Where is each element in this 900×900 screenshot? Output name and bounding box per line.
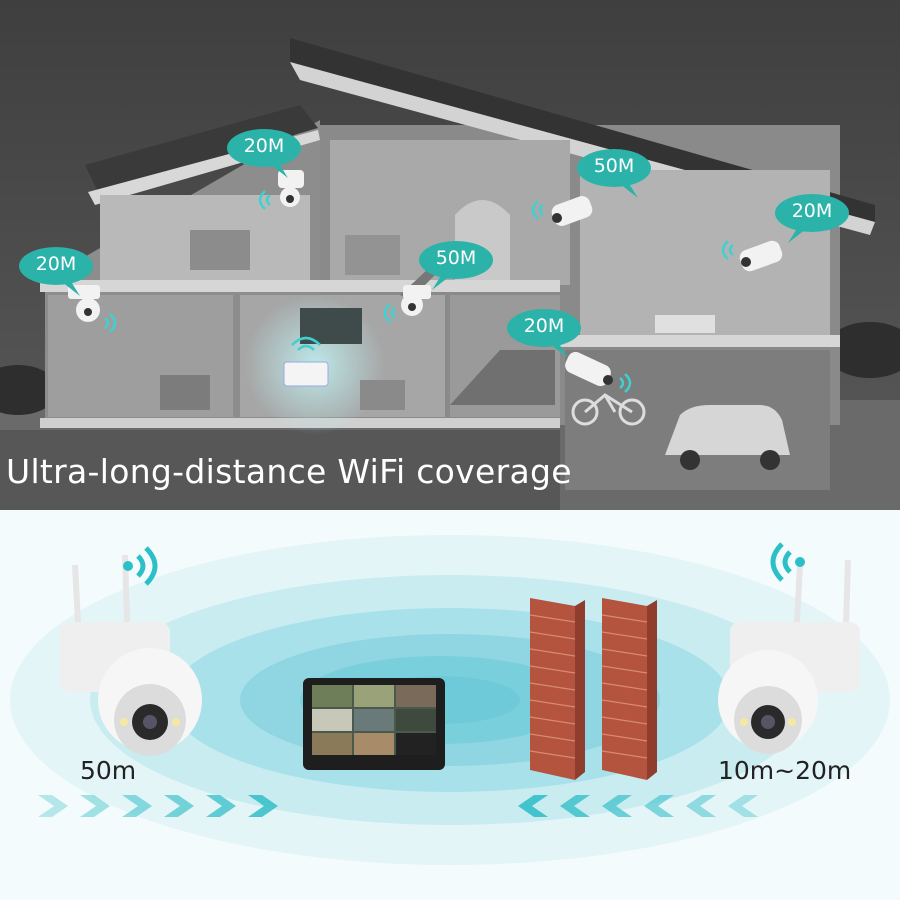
chevron-left-icon	[518, 795, 758, 817]
wifi-icon	[123, 546, 158, 586]
bullet-camera-lower	[565, 351, 613, 387]
dome-camera-left	[60, 554, 202, 756]
chevron-right-icon	[38, 795, 278, 817]
chevron-left	[560, 795, 590, 817]
distance-bubble: 20M	[774, 193, 850, 243]
chevron-right	[206, 795, 236, 817]
coverage-diagram	[0, 510, 900, 900]
coverage-panel: 50m 10m~20m	[0, 510, 900, 900]
distance-bubble: 20M	[18, 246, 94, 296]
distance-label: 50M	[435, 247, 477, 269]
distance-bubble: 50M	[576, 148, 652, 198]
distance-label: 50M	[593, 155, 635, 177]
chevron-left	[644, 795, 674, 817]
headline: Ultra-long-distance WiFi coverage	[6, 452, 572, 491]
right-distance-label: 10m~20m	[718, 756, 852, 785]
chevron-right	[164, 795, 194, 817]
chevron-left	[686, 795, 716, 817]
house-illustration	[0, 0, 900, 510]
chevron-right	[122, 795, 152, 817]
chevron-left	[602, 795, 632, 817]
dome-camera-middle	[401, 285, 431, 316]
distance-bubble: 20M	[226, 128, 302, 178]
bullet-camera-right	[739, 240, 783, 272]
distance-label: 20M	[243, 135, 285, 157]
chevron-left	[518, 795, 548, 817]
monitor-icon	[303, 678, 445, 770]
distance-bubble: 20M	[506, 308, 582, 358]
chevron-right	[248, 795, 278, 817]
chevron-left	[728, 795, 758, 817]
wifi-icon	[104, 190, 734, 393]
brick-wall-icon	[529, 598, 657, 780]
chevron-right	[38, 795, 68, 817]
wifi-icon	[770, 542, 805, 582]
distance-bubble: 50M	[418, 240, 494, 290]
house-illustration-panel: 20M 20M 50M 50M 20M 20M Ultra-long-dista…	[0, 0, 900, 510]
dome-camera-right	[718, 559, 860, 754]
router-icon	[283, 361, 329, 387]
distance-label: 20M	[523, 315, 565, 337]
distance-label: 20M	[35, 253, 77, 275]
distance-label: 20M	[791, 200, 833, 222]
bullet-camera-top	[551, 196, 593, 226]
left-distance-label: 50m	[80, 756, 137, 785]
dome-camera-left	[68, 285, 100, 322]
chevron-right	[80, 795, 110, 817]
